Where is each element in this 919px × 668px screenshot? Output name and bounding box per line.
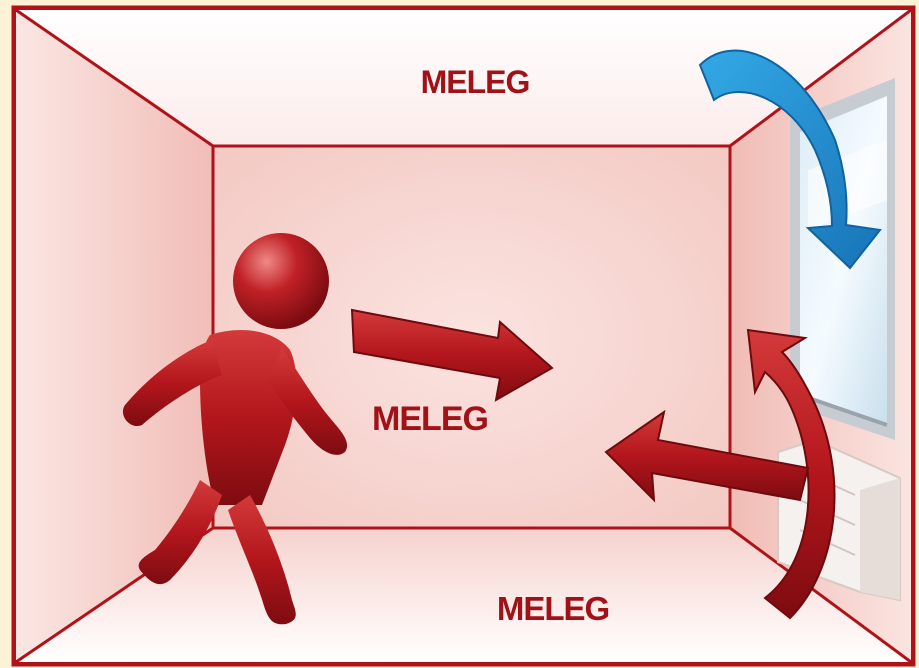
label-middle: MELEG	[372, 400, 488, 438]
label-floor: MELEG	[497, 590, 609, 627]
label-ceiling: MELEG	[421, 64, 530, 100]
